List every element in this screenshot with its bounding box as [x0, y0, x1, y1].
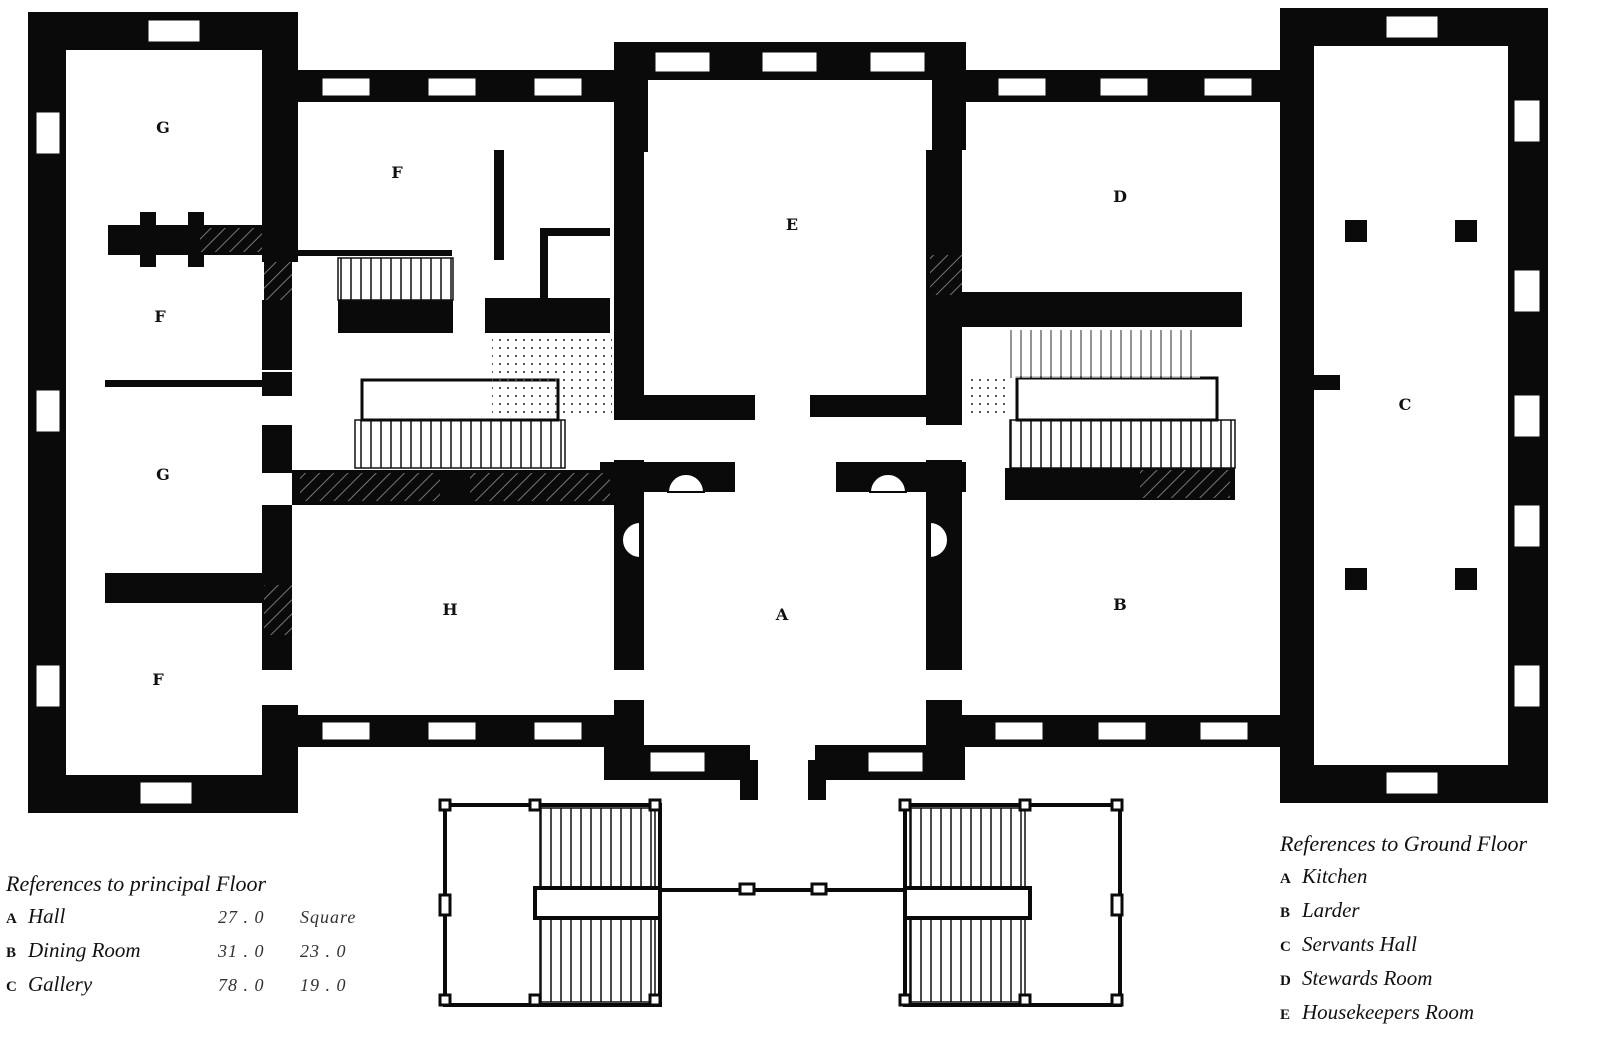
legend-key: B: [1280, 905, 1291, 921]
room-label-e: E: [786, 215, 798, 234]
room-label-c: C: [1399, 395, 1412, 414]
room-label-g-mid: G: [156, 465, 170, 484]
legend-row: A Hall 27 . 0 Square: [6, 901, 382, 935]
legend-key: C: [6, 979, 17, 995]
legend-dim: 23 . 0: [300, 941, 347, 961]
legend-key: A: [1280, 871, 1291, 887]
legend-name: Kitchen: [1302, 864, 1368, 888]
room-label-g-top: G: [156, 118, 170, 137]
legend-ground-heading: References to Ground Floor: [1280, 831, 1528, 856]
legend-key: A: [6, 911, 17, 927]
windows: [35, 15, 1541, 805]
room-label-b: B: [1113, 595, 1127, 614]
room-labels: A B C D E F F F G G H: [152, 118, 1411, 689]
outer-walls: [28, 8, 1548, 813]
legend-name: Larder: [1302, 898, 1360, 922]
niches: [621, 473, 949, 560]
legend-name: Housekeepers Room: [1302, 1000, 1475, 1024]
hatched-walls: [200, 228, 1230, 635]
room-label-a: A: [775, 605, 789, 624]
legend-key: C: [1280, 939, 1291, 955]
legend-row: C Servants Hall: [1280, 929, 1527, 963]
room-label-d: D: [1113, 187, 1127, 206]
legend-name: Gallery: [28, 972, 93, 996]
entrance-stairs: [438, 798, 1124, 1007]
legend-dim: Square: [300, 907, 357, 927]
legend-key: B: [6, 945, 17, 961]
legend-key: E: [1280, 1007, 1291, 1023]
legend-dim: 19 . 0: [300, 975, 347, 995]
legend-principal-heading: References to principal Floor: [6, 871, 267, 896]
legend-dim: 31 . 0: [218, 941, 265, 961]
legend-row: B Dining Room 31 . 0 23 . 0: [6, 935, 382, 969]
legend-dim: 78 . 0: [218, 975, 265, 995]
legend-row: C Gallery 78 . 0 19 . 0: [6, 969, 382, 1003]
interior-stairs: [337, 257, 1236, 469]
legend-row: A Kitchen: [1280, 861, 1527, 895]
room-label-f-left-low: F: [152, 670, 164, 689]
legend-name: Servants Hall: [1302, 932, 1417, 956]
legend-principal-floor: References to principal Floor A Hall 27 . …: [6, 868, 382, 1003]
legend-row: B Larder: [1280, 895, 1527, 929]
room-label-h: H: [442, 600, 457, 619]
legend-name: Hall: [28, 904, 66, 928]
room-label-f-upper: F: [391, 163, 403, 182]
room-label-f-left-mid: F: [154, 307, 166, 326]
legend-name: Stewards Room: [1302, 966, 1433, 990]
legend-key: D: [1280, 973, 1291, 989]
legend-dim: 27 . 0: [218, 907, 265, 927]
legend-ground-floor: References to Ground Floor A Kitchen B Lar…: [1280, 828, 1527, 1031]
legend-row: E Housekeepers Room: [1280, 997, 1527, 1031]
legend-name: Dining Room: [28, 938, 141, 962]
legend-row: D Stewards Room: [1280, 963, 1527, 997]
